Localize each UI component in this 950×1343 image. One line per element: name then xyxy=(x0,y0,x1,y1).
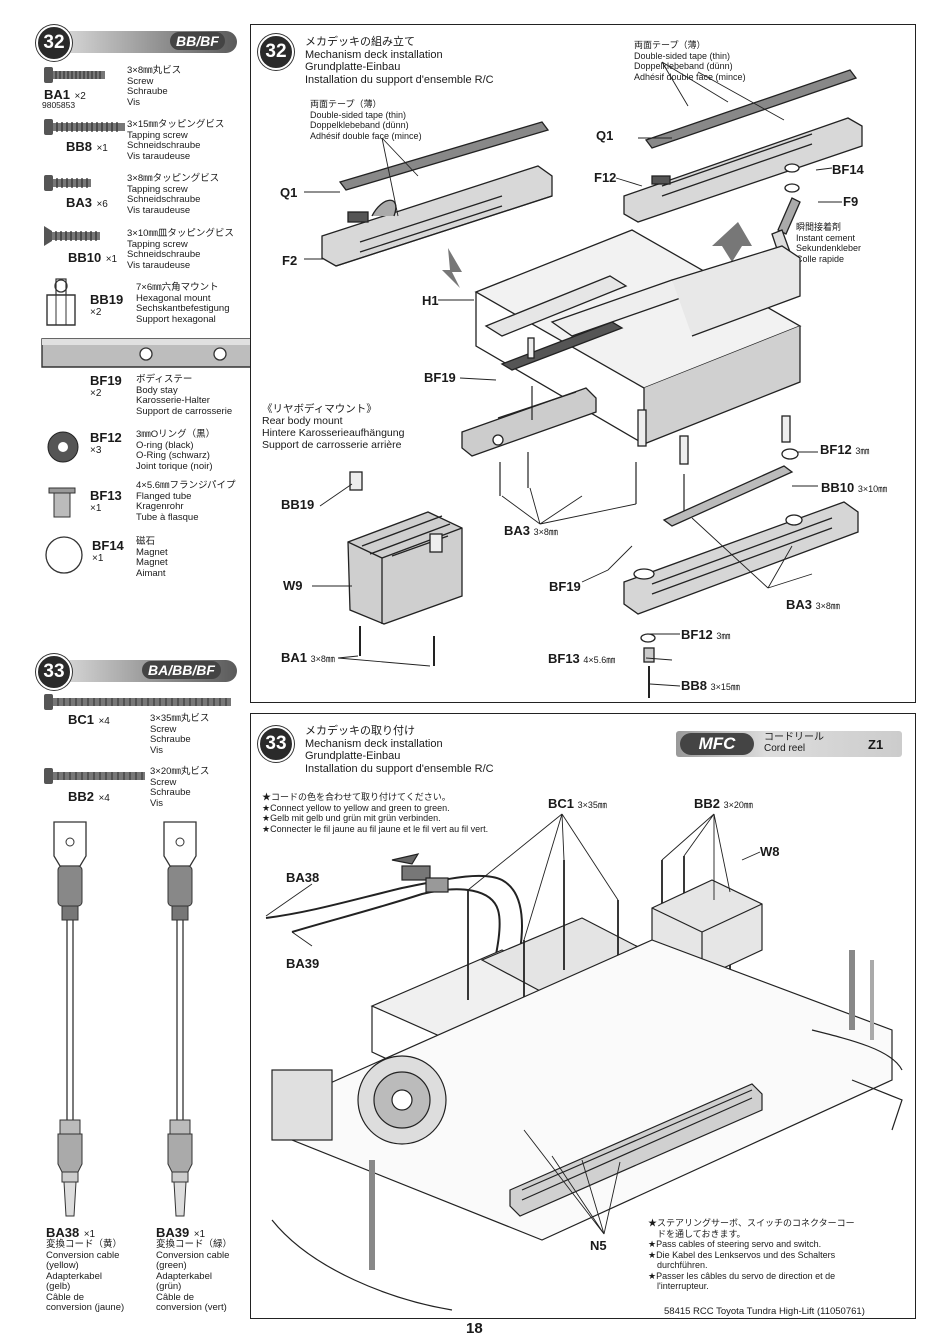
part-bb10-desc: 3×10㎜皿タッピングビス Tapping screw Schneidschra… xyxy=(127,228,234,271)
callout-ba3-right: BA3 3×8㎜ xyxy=(786,597,840,612)
callout-f12: F12 xyxy=(594,170,617,185)
part-bc1-desc: 3×35㎜丸ビス Screw Schraube Vis xyxy=(150,713,210,756)
part-bf14-label: BF14 ×1 xyxy=(92,538,124,564)
pass-cables-note: ★ステアリングサーボ、スイッチのコネクターコー ドを通しておきます。 ★Pass… xyxy=(648,1218,855,1291)
step32-title: メカデッキの組み立て Mechanism deck installation G… xyxy=(305,36,494,86)
part-bf19-label: BF19 ×2 xyxy=(90,373,122,399)
callout-n5: N5 xyxy=(590,1238,607,1253)
step32-code: BB/BF xyxy=(170,32,225,50)
callout-bf12-bottom: BF12 3㎜ xyxy=(681,627,731,642)
callout-bb19: BB19 xyxy=(281,497,315,512)
rear-mount-label: 《リヤボディマウント》 Rear body mount Hintere Karo… xyxy=(262,403,405,451)
connect-note: ★コードの色を合わせて取り付けてください。 ★Connect yellow to… xyxy=(262,792,489,834)
screw-bb8-icon xyxy=(44,119,125,135)
screw-ba3-icon xyxy=(44,175,91,191)
callout-bf14: BF14 xyxy=(832,162,864,177)
part-bf12-desc: 3㎜Oリング（黒） O-ring (black) O-Ring (schwarz… xyxy=(136,429,216,472)
callout-bb2: BB2 3×20㎜ xyxy=(694,796,753,811)
part-ba38-label: BA38 ×1 xyxy=(46,1225,96,1240)
callout-f9: F9 xyxy=(843,194,859,209)
callout-ba39: BA39 xyxy=(286,956,320,971)
callout-ba3-mid: BA3 3×8㎜ xyxy=(504,523,558,538)
part-bb19-desc: 7×6㎜六角マウント Hexagonal mount Sechskantbefe… xyxy=(136,282,230,325)
screw-bc1-icon xyxy=(44,694,231,710)
part-bf13-label: BF13 ×1 xyxy=(90,488,122,514)
document-reference: 58415 RCC Toyota Tundra High-Lift (11050… xyxy=(664,1306,865,1317)
magnet-bf14-icon xyxy=(45,536,83,574)
tape-label-left: 両面テープ（薄） Double-sided tape (thin) Doppel… xyxy=(310,99,422,141)
step32-assembly-diagram xyxy=(304,61,863,698)
callout-w8: W8 xyxy=(760,844,780,859)
callout-w9: W9 xyxy=(283,578,303,593)
page-number: 18 xyxy=(466,1320,483,1337)
part-ba39-desc: 変換コード（緑） Conversion cable (green) Adapte… xyxy=(156,1239,233,1313)
part-ba39-label: BA39 ×1 xyxy=(156,1225,206,1240)
step32-panel-number: 32 xyxy=(258,34,294,70)
callout-bf12: BF12 3㎜ xyxy=(820,442,870,457)
cement-label: 瞬間接着剤 Instant cement Sekundenkleber Coll… xyxy=(796,222,862,264)
o-ring-bf12-icon xyxy=(47,431,79,463)
part-bb10-label: BB10 ×1 xyxy=(68,250,118,265)
callout-bf19-top: BF19 xyxy=(424,370,456,385)
part-ba3-desc: 3×8㎜タッピングビス Tapping screw Schneidschraub… xyxy=(127,173,220,216)
hexagonal-mount-bb19-icon xyxy=(46,278,76,326)
screw-ba1-icon xyxy=(44,67,105,83)
part-bb2-label: BB2 ×4 xyxy=(68,789,110,804)
callout-bc1: BC1 3×35㎜ xyxy=(548,796,607,811)
callout-h1: H1 xyxy=(422,293,439,308)
part-ba1-desc: 3×8㎜丸ビス Screw Schraube Vis xyxy=(127,65,182,108)
mfc-logo: MFC xyxy=(680,733,754,755)
callout-bb8: BB8 3×15㎜ xyxy=(681,678,740,693)
step32-number: 32 xyxy=(36,25,72,61)
part-bb19-label: BB19 ×2 xyxy=(90,292,124,318)
step33-chassis-diagram xyxy=(265,813,903,1311)
part-bb2-desc: 3×20㎜丸ビス Screw Schraube Vis xyxy=(150,766,210,809)
step33-panel-number: 33 xyxy=(258,726,294,762)
callout-bf13: BF13 4×5.6㎜ xyxy=(548,651,616,666)
part-bb8-label: BB8 ×1 xyxy=(66,139,108,154)
part-ba3-label: BA3 ×6 xyxy=(66,195,108,210)
part-bc1-label: BC1 ×4 xyxy=(68,712,110,727)
callout-q1-left: Q1 xyxy=(280,185,298,200)
step33-code: BA/BB/BF xyxy=(142,661,221,679)
screw-bb2-icon xyxy=(44,768,145,784)
callout-f2: F2 xyxy=(282,253,298,268)
callout-bb10: BB10 3×10㎜ xyxy=(821,480,888,495)
callout-ba38: BA38 xyxy=(286,870,320,885)
countersunk-screw-bb10-icon xyxy=(44,226,100,246)
step33-title: メカデッキの取り付け Mechanism deck installation G… xyxy=(305,725,494,775)
part-bf19-desc: ボディステー Body stay Karosserie-Halter Suppo… xyxy=(136,374,233,417)
conversion-cable-ba39-icon xyxy=(163,821,197,1217)
flanged-tube-bf13-icon xyxy=(48,487,76,518)
part-ba1-sub: 9805853 xyxy=(42,100,76,110)
part-ba38-desc: 変換コード（黄） Conversion cable (yellow) Adapt… xyxy=(46,1239,125,1313)
conversion-cable-ba38-icon xyxy=(53,821,87,1217)
part-bf14-desc: 磁石 Magnet Magnet Aimant xyxy=(136,536,168,579)
part-bf13-desc: 4×5.6㎜フランジパイプ Flanged tube Kragenrohr Tu… xyxy=(136,480,236,523)
callout-bf19-bottom: BF19 xyxy=(549,579,581,594)
callout-ba1: BA1 3×8㎜ xyxy=(281,650,335,665)
cord-reel-label: コードリール Cord reel xyxy=(764,732,824,754)
callout-q1-right: Q1 xyxy=(596,128,614,143)
part-ba1-label: BA1 ×2 xyxy=(44,87,86,102)
z1-label: Z1 xyxy=(868,737,884,752)
part-bb8-desc: 3×15㎜タッピングビス Tapping screw Schneidschrau… xyxy=(127,119,225,162)
part-bf12-label: BF12 ×3 xyxy=(90,430,122,456)
step33-number: 33 xyxy=(36,654,72,690)
